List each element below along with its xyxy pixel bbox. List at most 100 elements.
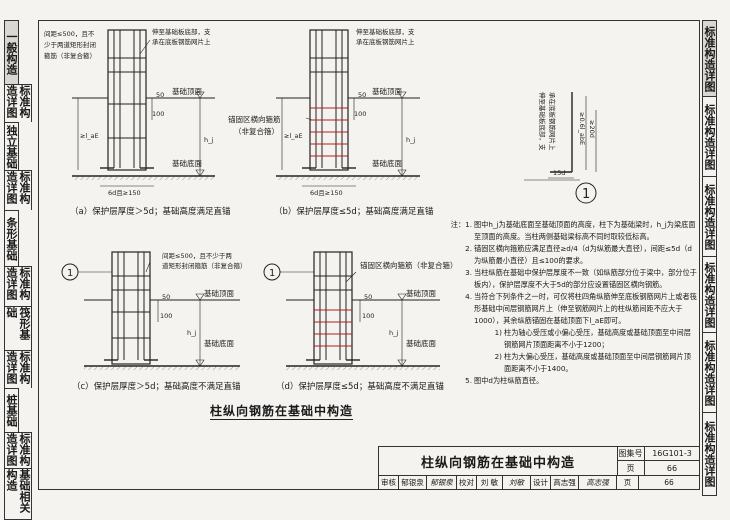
detail-dim1: ≥0.6l_abE [578,112,586,145]
b-top-label: 基础顶面 [372,86,402,96]
b-bottom-label: 基础底面 [372,158,402,168]
checker: 刘 敏 [477,475,503,490]
a-note-line2: 少于两道矩形封闭 [44,40,96,49]
right-tab-5[interactable]: 标准构造详图 [702,412,717,496]
left-tab-1[interactable]: 标准构造详图 [4,84,32,122]
a-dim-h: h_j [204,136,213,144]
b-dim-100: 100 [354,110,366,118]
b-zone-line1: 锚固区横向箍筋 [228,114,281,124]
designer-signature: 高志强 [579,475,617,490]
left-tab-7[interactable]: 标准构造详图 [4,350,32,388]
right-tab-1[interactable]: 标准构造详图 [702,96,717,176]
a-top-label: 基础顶面 [172,86,202,96]
left-tab-9[interactable]: 标准构造详图 [4,432,32,468]
detail-dim2: ≥20d [588,120,596,138]
b-zone-line2: （非复合箍） [234,126,279,136]
left-tab-8[interactable]: 桩基础 [4,388,19,432]
page-label: 页 [617,461,645,475]
c-dim-h: h_j [187,329,196,337]
note-text: 柱为轴心受压或小偏心受压，基础高度或基础顶面至中间层钢筋网片顶面距离不小于120… [504,328,691,349]
d-dim-100: 100 [362,312,374,320]
a-anchor-line2: 承在底板钢筋网片上 [152,37,211,46]
diagram-d [263,251,440,370]
left-tab-4[interactable]: 条形基础 [4,210,19,266]
b-dim-lae: ≥l_aE [284,132,303,140]
page-number-2: 66 [664,478,674,487]
title-block-title: 柱纵向钢筋在基础中构造 [379,447,618,475]
left-tab-6[interactable]: 筏形基础 [4,306,32,350]
note-number: 5. [465,376,472,385]
note-number: 1) [494,328,502,337]
b-dim-bottom: 6d且≥150 [310,189,343,197]
left-category-tabs: 一般构造标准构造详图独立基础标准构造详图条形基础标准构造详图筏形基础标准构造详图… [4,20,34,520]
a-dim-lae: ≥l_aE [80,132,99,140]
caption-d: （d）保护层厚度≤5d；基础高度不满足直锚 [276,382,444,392]
note-text: 柱为大偏心受压，基础高度或基础顶面至中间层钢筋网片顶面距离不小于1400。 [504,352,691,373]
diagram-detail [524,92,597,204]
right-tab-4[interactable]: 标准构造详图 [702,332,717,412]
reviewer-signature: 郁银泉 [427,475,457,490]
right-tab-0[interactable]: 标准构造详图 [702,20,717,96]
atlas-label: 图集号 [617,447,645,461]
c-note-line1: 间距≤500，且不少于两 [162,252,232,260]
note-number: 3. [465,268,472,277]
b-dim-h: h_j [406,136,415,144]
d-dim-50: 50 [364,293,372,301]
note-item: 1)柱为轴心受压或小偏心受压，基础高度或基础顶面至中间层钢筋网片顶面距离不小于1… [448,327,698,351]
a-dim-100: 100 [152,110,164,118]
note-item: 2)柱为大偏心受压，基础高度或基础顶面至中间层钢筋网片顶面距离不小于1400。 [448,351,698,375]
left-tab-2[interactable]: 独立基础 [4,122,19,170]
d-marker: 1 [269,268,275,279]
d-top-label: 基础顶面 [406,288,436,298]
detail-dim3: 15d [553,169,565,177]
caption-b: （b）保护层厚度≤5d；基础高度满足直锚 [274,207,434,217]
left-tab-0[interactable]: 一般构造 [4,20,19,84]
design-label: 设计 [531,475,551,490]
checker-signature: 刘敏 [503,475,531,490]
note-number: 2. [465,244,472,253]
review-label: 审核 [379,475,399,490]
note-number: 4. [465,292,472,301]
c-top-label: 基础顶面 [204,288,234,298]
note-item: 4.当符合下列条件之一时，可仅将柱四角纵筋伸至底板钢筋网片上或者筏形基础中间层钢… [448,291,698,327]
right-category-tabs: 标准构造详图标准构造详图标准构造详图标准构造详图标准构造详图标准构造详图 [702,20,728,496]
detail-note-line2: 承在底板钢筋网片上 [548,92,557,151]
left-tab-5[interactable]: 标准构造详图 [4,266,32,306]
diagram-b [276,29,420,187]
page-label-2: 页 [617,475,639,490]
c-bottom-label: 基础底面 [204,338,234,348]
detail-note-line1: 伸至基础板底部，支 [538,92,547,151]
diagram-text: 间距≤500，且不 少于两道矩形封闭 箍筋（非复合箍） 伸至基础板底部，支 承在… [44,27,596,348]
note-number: 注：1. [450,220,472,229]
c-dim-50: 50 [162,293,170,301]
drawing-frame [38,20,700,490]
note-number: 2) [494,352,502,361]
d-zone-note: 锚固区横向箍筋（非复合箍） [360,260,458,270]
caption-a: （a）保护层厚度＞5d；基础高度满足直锚 [70,207,231,217]
page-number: 66 [666,463,678,473]
right-tab-2[interactable]: 标准构造详图 [702,176,717,256]
b-anchor-line2: 承在底板钢筋网片上 [356,37,415,46]
a-dim-bottom: 6d且≥150 [108,189,141,197]
note-text: 图中d为柱纵筋直径。 [474,376,544,385]
note-text: 当符合下列条件之一时，可仅将柱四角纵筋伸至底板钢筋网片上或者筏形基础中间层钢筋网… [474,292,697,325]
right-tab-3[interactable]: 标准构造详图 [702,256,717,332]
note-item: 3.当柱纵筋在基础中保护层厚度不一致（如纵筋部分位于梁中，部分位于板内），保护层… [448,267,698,291]
a-note-line1: 间距≤500，且不 [44,30,95,38]
note-text: 图中h_j为基础底面至基础顶面的高度，柱下为基础梁时，h_j为梁底面至顶面的高度… [474,220,696,241]
a-note-line3: 箍筋（非复合箍） [44,51,96,60]
diagram-c [61,251,240,370]
diagram-a [72,29,215,187]
a-dim-50: 50 [156,91,164,99]
title-block: 柱纵向钢筋在基础中构造 图集号 16G101-3 页 66 审核 郁银泉 郁银泉… [378,446,700,490]
d-bottom-label: 基础底面 [406,338,436,348]
c-marker: 1 [67,268,73,279]
a-anchor-line1: 伸至基础板底部，支 [152,27,211,36]
atlas-number: 16G101-3 [645,447,699,461]
left-tab-10[interactable]: 基础相关构造 [4,468,32,520]
caption-c: （c）保护层厚度＞5d；基础高度不满足直锚 [72,382,241,392]
left-tab-3[interactable]: 标准构造详图 [4,170,32,210]
section-title: 柱纵向钢筋在基础中构造 [210,404,354,420]
